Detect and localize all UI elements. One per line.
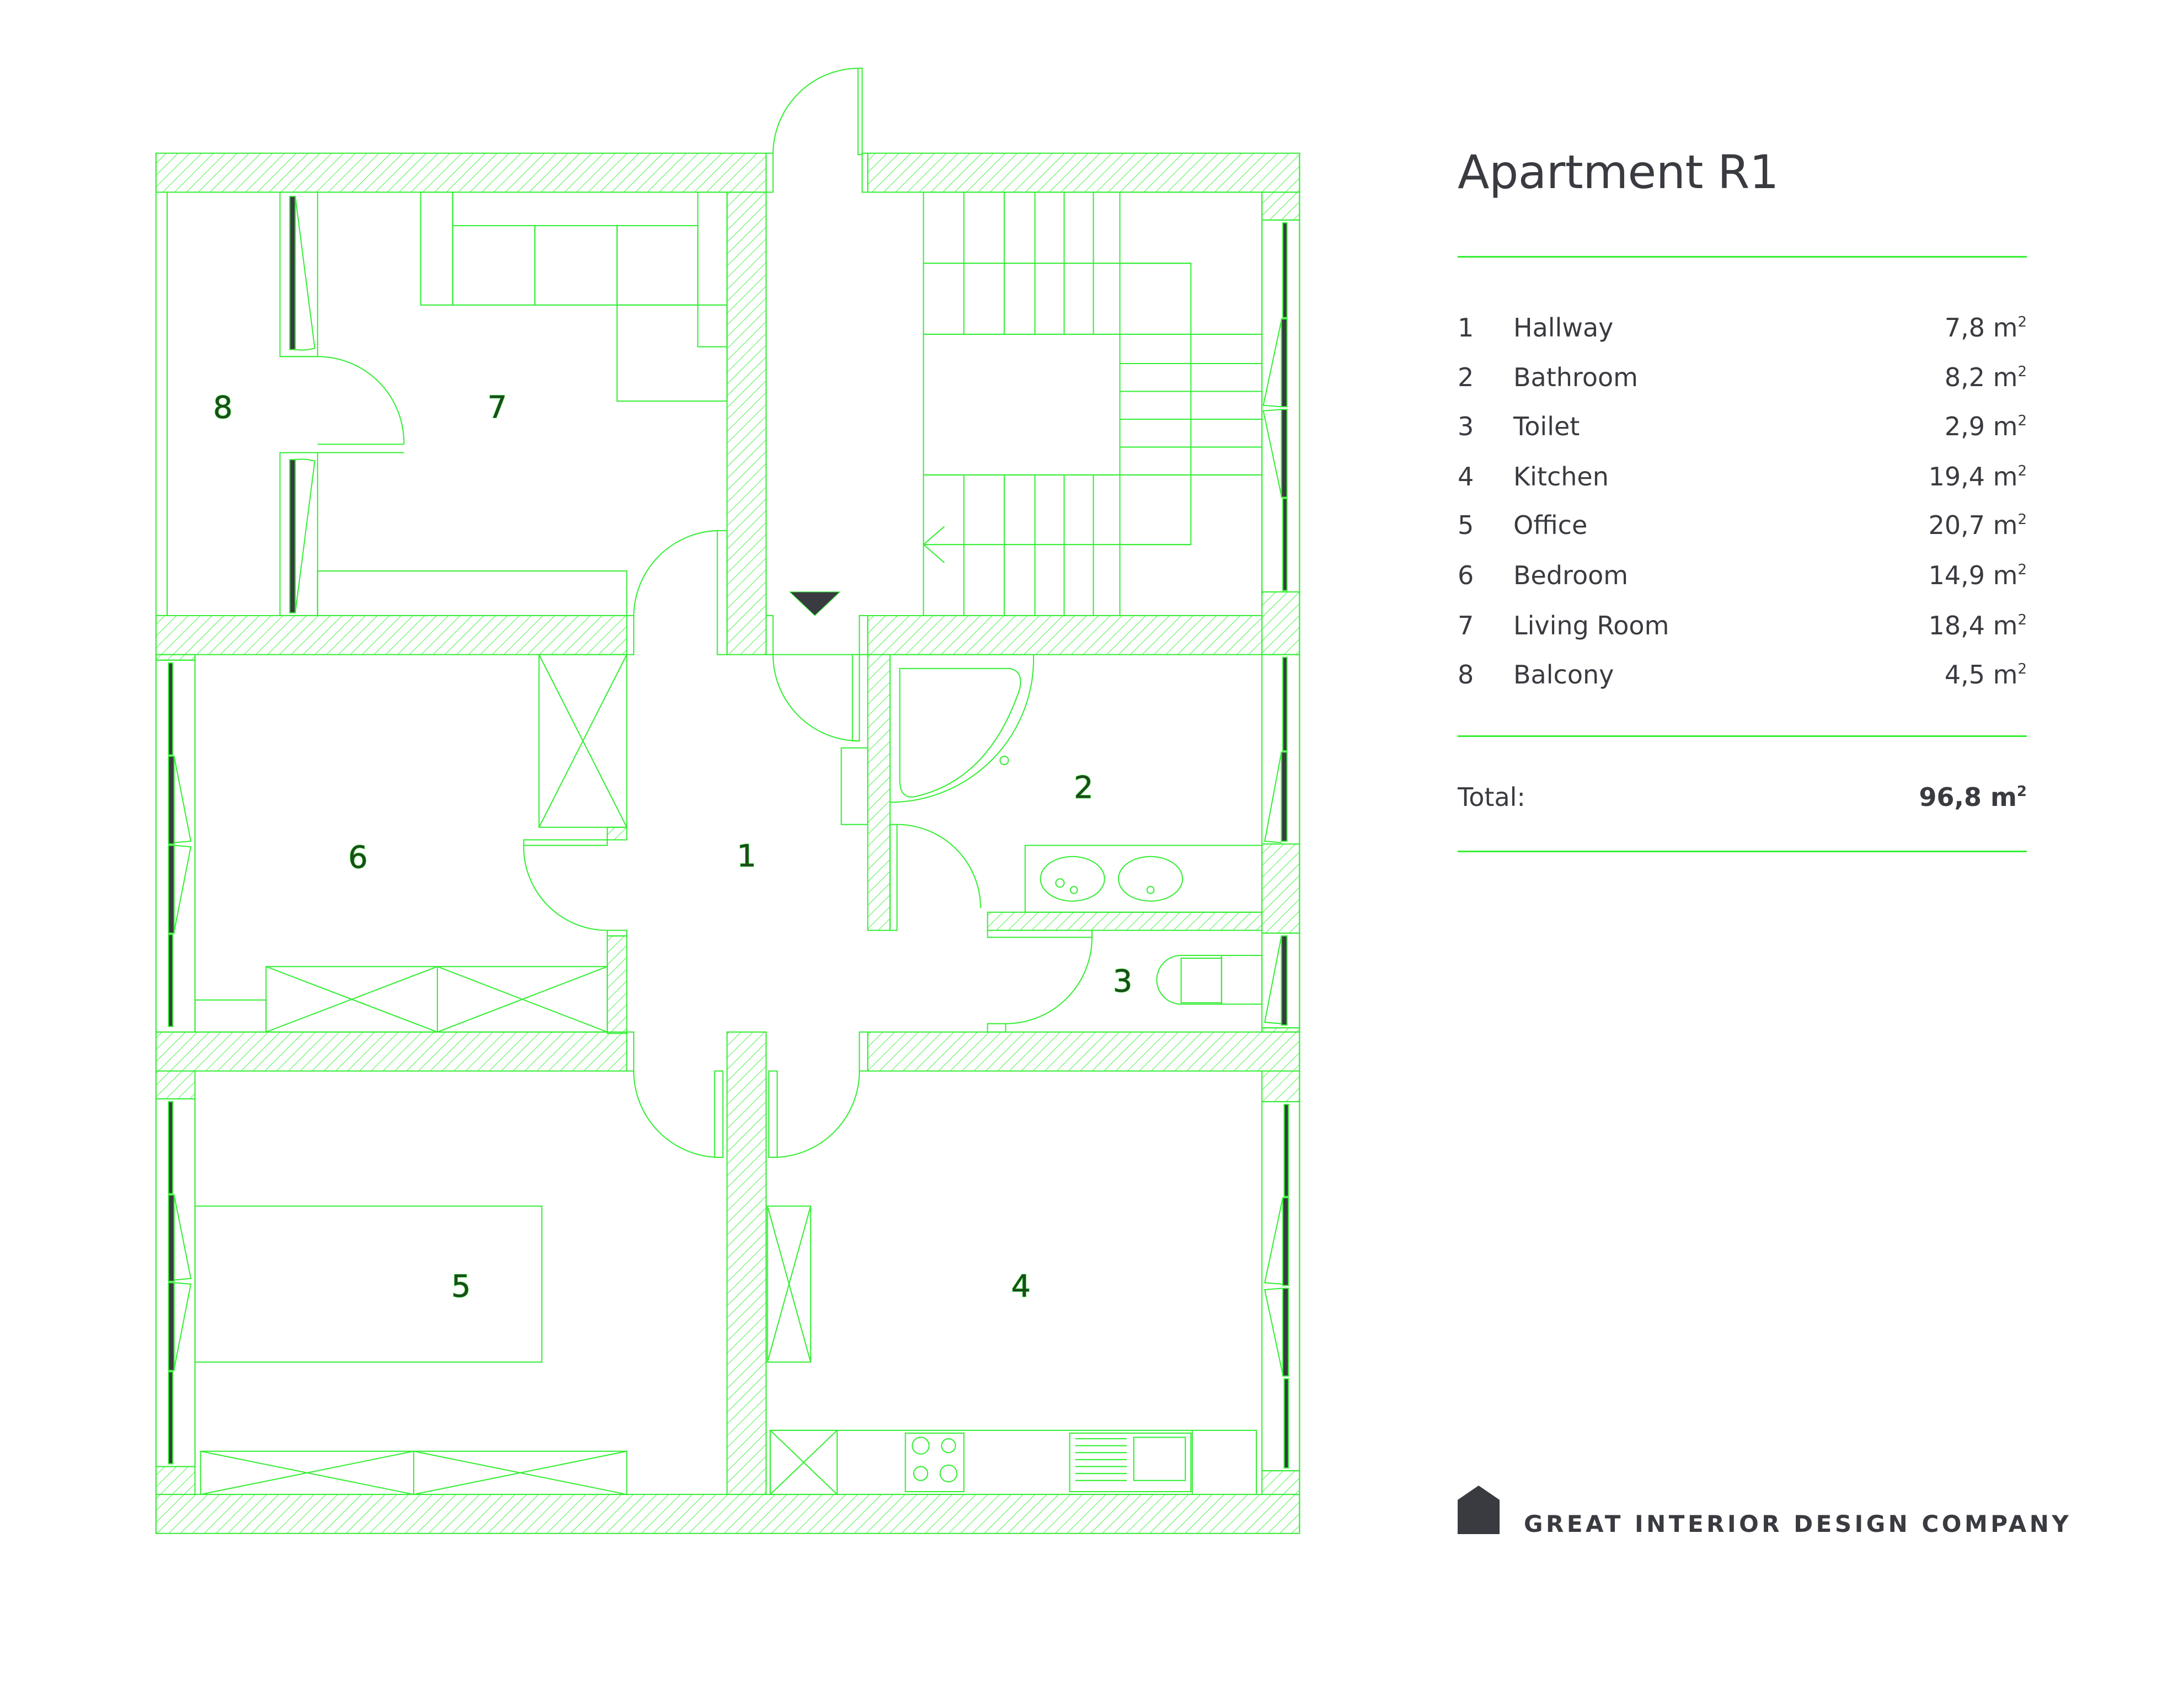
divider-bottom [1458,851,2027,852]
room-name: Hallway [1513,313,1614,343]
bathroom-windows [1261,654,1300,845]
room-label-5: 5 [451,1269,470,1305]
bathroom-fixtures [841,654,1263,913]
room-row: 6 Bedroom 14,9 m2 [1458,556,2027,595]
office-windows [155,1098,196,1467]
room-area: 4,5 m2 [1944,660,2027,690]
room-label-8: 8 [213,389,232,425]
total-label: Total: [1458,782,1525,812]
balcony-door-arc [317,356,405,445]
room-area: 2,9 m2 [1944,412,2027,441]
room-label-7: 7 [488,389,507,425]
room-number: 2 [1458,362,1474,392]
entrance-arrow-icon [789,591,841,616]
room-row: 7 Living Room 18,4 m2 [1458,606,2027,645]
house-icon [1458,1486,1500,1534]
room-row: 1 Hallway 7,8 m2 [1458,308,2027,347]
room-label-6: 6 [348,840,367,875]
room-number: 8 [1458,660,1474,690]
balcony-windows [279,191,404,616]
page-title: Apartment R1 [1458,145,1779,199]
room-label-2: 2 [1074,770,1093,806]
room-name: Bathroom [1513,362,1638,392]
living-door [626,530,728,655]
room-area: 20,7 m2 [1928,510,2027,540]
room-area: 18,4 m2 [1928,611,2027,640]
bedroom-furniture [194,654,628,1033]
room-number: 4 [1458,462,1474,492]
walls [155,152,1300,1534]
room-name: Kitchen [1513,462,1609,492]
room-area: 14,9 m2 [1928,560,2027,590]
office-furniture [194,1099,628,1495]
toilet-fixtures [1156,954,1263,1005]
kitchen-door [768,1031,869,1158]
room-name: Living Room [1513,611,1669,640]
room-name: Office [1513,510,1588,540]
room-area: 7,8 m2 [1944,313,2027,343]
bedroom-windows [155,659,196,1033]
room-area: 19,4 m2 [1928,462,2027,492]
toilet-window [1261,932,1300,1029]
room-name: Balcony [1513,660,1614,690]
kitchen-furniture [767,1205,1257,1495]
corridor-door [766,615,869,742]
room-row: 8 Balcony 4,5 m2 [1458,655,2027,694]
bedroom-door [523,839,628,937]
total-value: 96,8 m2 [1919,782,2027,812]
room-label-1: 1 [737,838,756,874]
room-row: 4 Kitchen 19,4 m2 [1458,457,2027,496]
room-label-4: 4 [1011,1269,1031,1305]
bathroom-door [889,824,981,931]
room-number: 5 [1458,510,1474,540]
room-number: 3 [1458,412,1474,441]
room-label-3: 3 [1113,964,1132,1000]
room-area: 8,2 m2 [1944,362,2027,392]
room-row: 3 Toilet 2,9 m2 [1458,407,2027,446]
room-labels: 1 2 3 4 5 6 7 8 [213,389,1133,1305]
room-name: Bedroom [1513,560,1629,590]
company-name: GREAT INTERIOR DESIGN COMPANY [1524,1510,2072,1537]
stair-windows [1261,219,1300,593]
room-number: 1 [1458,313,1474,343]
room-row: 2 Bathroom 8,2 m2 [1458,358,2027,397]
living-sofa [317,191,728,616]
toilet-door [987,930,1093,1033]
kitchen-windows [1261,1101,1300,1472]
room-number: 7 [1458,611,1474,640]
room-name: Toilet [1513,412,1580,441]
divider-middle [1458,735,2027,737]
room-row: 5 Office 20,7 m2 [1458,506,2027,544]
room-number: 6 [1458,560,1474,590]
staircase [922,191,1263,616]
office-door [626,1031,724,1158]
divider-top [1458,256,2027,258]
entry-door [766,67,869,655]
